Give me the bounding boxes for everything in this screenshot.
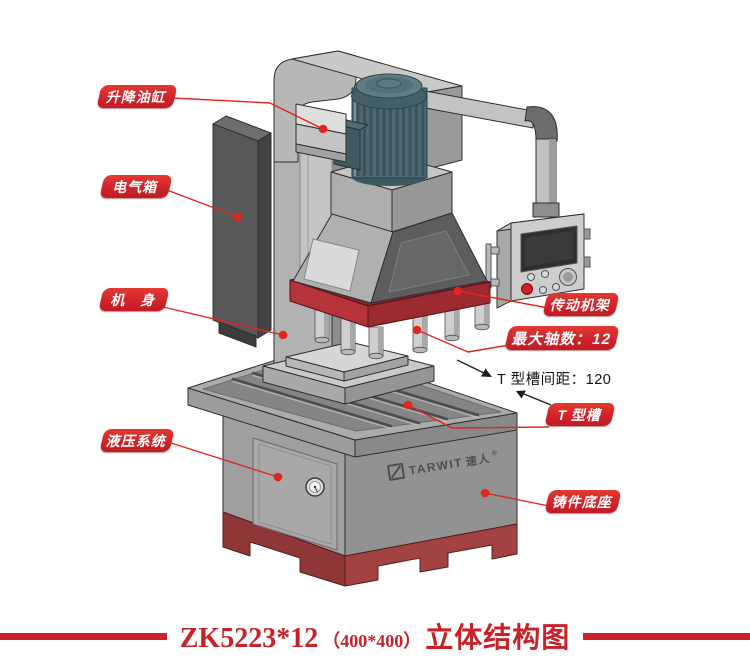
brand-logo-icon (387, 462, 406, 481)
hydraulic-door (252, 437, 338, 551)
leader-max-spindles (416, 329, 510, 353)
title-model: ZK5223*12 (179, 623, 319, 654)
label-electric-box: 电气箱 (99, 175, 173, 198)
swing-arm (419, 89, 560, 218)
lift-cylinder-bracket (295, 103, 347, 163)
title-bar-left (0, 632, 167, 640)
label-t-slot-text: T 型槽 (555, 406, 605, 423)
pendant-button (527, 273, 535, 281)
hood-window (303, 238, 360, 292)
pendant-button (552, 283, 560, 291)
page-title-row: ZK5223*12 （400*400） 立体结构图 (0, 616, 750, 656)
label-lift-cylinder-text: 升降油缸 (105, 88, 169, 105)
pressure-gauge (305, 477, 325, 497)
leader-hydraulic-system (167, 441, 279, 478)
pendant-button (541, 270, 549, 278)
spindle-hood (292, 212, 488, 304)
leader-lift-cylinder (171, 97, 324, 130)
leader-electric-box (166, 189, 239, 218)
label-lift-cylinder: 升降油缸 (96, 85, 178, 108)
electrical-box (212, 115, 272, 348)
leader-dots (233, 124, 490, 498)
label-machine-body: 机 身 (98, 288, 170, 311)
label-max-spindles: 最大轴数：12 (504, 326, 620, 350)
label-max-spindles-text: 最大轴数：12 (510, 330, 614, 348)
label-hydraulic-system-text: 液压系统 (105, 432, 169, 449)
label-hydraulic-system: 液压系统 (99, 429, 175, 452)
page-title: ZK5223*12 （400*400） 立体结构图 (180, 616, 570, 656)
label-t-slot: T 型槽 (544, 403, 616, 426)
leader-machine-body (162, 306, 284, 336)
label-cast-base-text: 铸件底座 (551, 493, 615, 510)
dimension-arrows (456, 359, 552, 406)
emergency-button (521, 283, 533, 295)
control-pendant (485, 213, 591, 309)
leader-cast-base (484, 492, 550, 507)
leader-lines (162, 97, 550, 507)
title-name: 立体结构图 (425, 623, 571, 654)
leader-t-slot (407, 404, 550, 429)
label-drive-frame-text: 传动机架 (549, 296, 613, 313)
label-cast-base: 铸件底座 (544, 490, 622, 513)
title-spec: （400*400） (322, 631, 422, 651)
title-bar-right (583, 632, 750, 640)
t-slot-spacing-note: T 型槽间距：120 (497, 372, 612, 388)
label-drive-frame: 传动机架 (542, 293, 620, 316)
leader-drive-frame (457, 290, 549, 309)
label-electric-box-text: 电气箱 (111, 178, 161, 195)
pendant-button (539, 286, 547, 294)
drilling-machine: TARWIT速人® (162, 50, 591, 587)
label-machine-body-text: 机 身 (109, 291, 159, 308)
